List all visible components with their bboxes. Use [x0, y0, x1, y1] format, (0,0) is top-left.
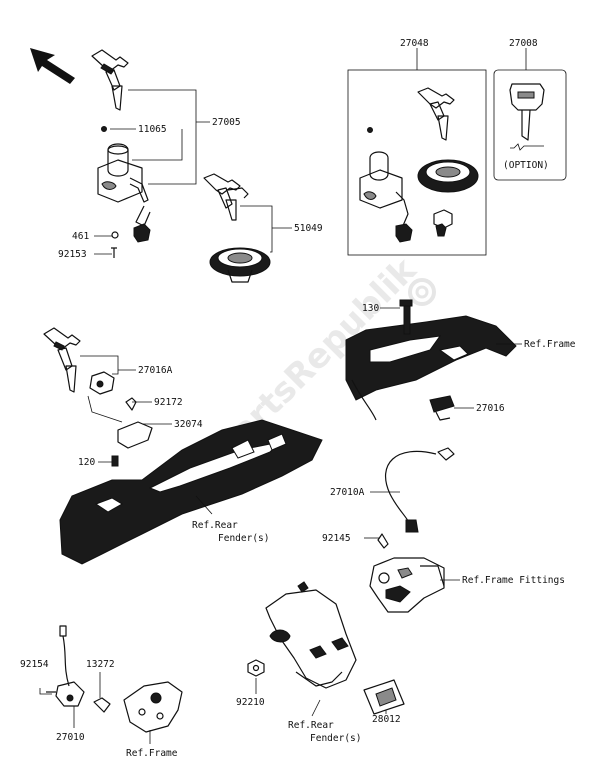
leader-ref-rear-fender-1 — [195, 495, 213, 515]
label-92145: 92145 — [322, 533, 351, 544]
lock-link — [87, 395, 123, 423]
label-ref-rear-fender-2b: Fender(s) — [310, 733, 361, 744]
label-27016: 27016 — [476, 403, 505, 414]
cable-27010A — [377, 447, 455, 549]
frame-bracket-bottom — [123, 681, 183, 733]
leader-51049 — [240, 205, 292, 253]
rear-fender-left — [59, 419, 323, 565]
label-27005: 27005 — [212, 117, 241, 128]
label-92154: 92154 — [20, 659, 49, 670]
keys-and-fuel-cap — [203, 173, 271, 283]
label-27008: 27008 — [509, 38, 538, 49]
leader-ref-rear-fender-2 — [311, 699, 321, 717]
label-120: 120 — [78, 457, 95, 468]
label-32074: 32074 — [174, 419, 203, 430]
option-key-27008 — [509, 83, 545, 141]
leader-27005 — [128, 89, 210, 185]
label-92172: 92172 — [154, 397, 183, 408]
leader-27016A — [80, 355, 136, 375]
label-461: 461 — [72, 231, 89, 242]
leader-92154 — [39, 688, 52, 695]
frame-fittings — [369, 557, 445, 613]
label-ref-frame-2: Ref.Frame — [126, 748, 178, 759]
label-ref-frame-1: Ref.Frame — [524, 339, 576, 350]
sensor-27010 — [46, 625, 111, 713]
front-direction-arrow-icon — [30, 48, 75, 84]
label-ref-frame-fittings: Ref.Frame Fittings — [462, 575, 565, 586]
option-bracket — [510, 143, 544, 151]
ignition-set-27048 — [359, 87, 479, 243]
label-92210: 92210 — [236, 697, 265, 708]
nut-92210 — [247, 659, 265, 677]
label-130: 130 — [362, 303, 379, 314]
label-27016A: 27016A — [138, 365, 173, 376]
label-option: (OPTION) — [503, 160, 549, 171]
label-51049: 51049 — [294, 223, 323, 234]
label-27010A: 27010A — [330, 487, 365, 498]
ignition-switch-top — [97, 126, 151, 258]
label-ref-rear-fender-1a: Ref.Rear — [192, 520, 238, 531]
watermark-gear-icon — [408, 278, 436, 306]
label-ref-rear-fender-2a: Ref.Rear — [288, 720, 334, 731]
key-27016A — [43, 327, 115, 395]
label-ref-rear-fender-1b: Fender(s) — [218, 533, 269, 544]
label-27048: 27048 — [400, 38, 429, 49]
rear-fender-license-holder — [265, 581, 405, 715]
label-11065: 11065 — [138, 124, 167, 135]
ignition-key-top — [91, 49, 129, 111]
label-92153: 92153 — [58, 249, 87, 260]
label-27010: 27010 — [56, 732, 85, 743]
frame-section — [345, 299, 517, 421]
label-13272: 13272 — [86, 659, 115, 670]
seat-lock-bracket — [111, 397, 153, 467]
label-28012: 28012 — [372, 714, 401, 725]
box-27008 — [493, 69, 567, 181]
